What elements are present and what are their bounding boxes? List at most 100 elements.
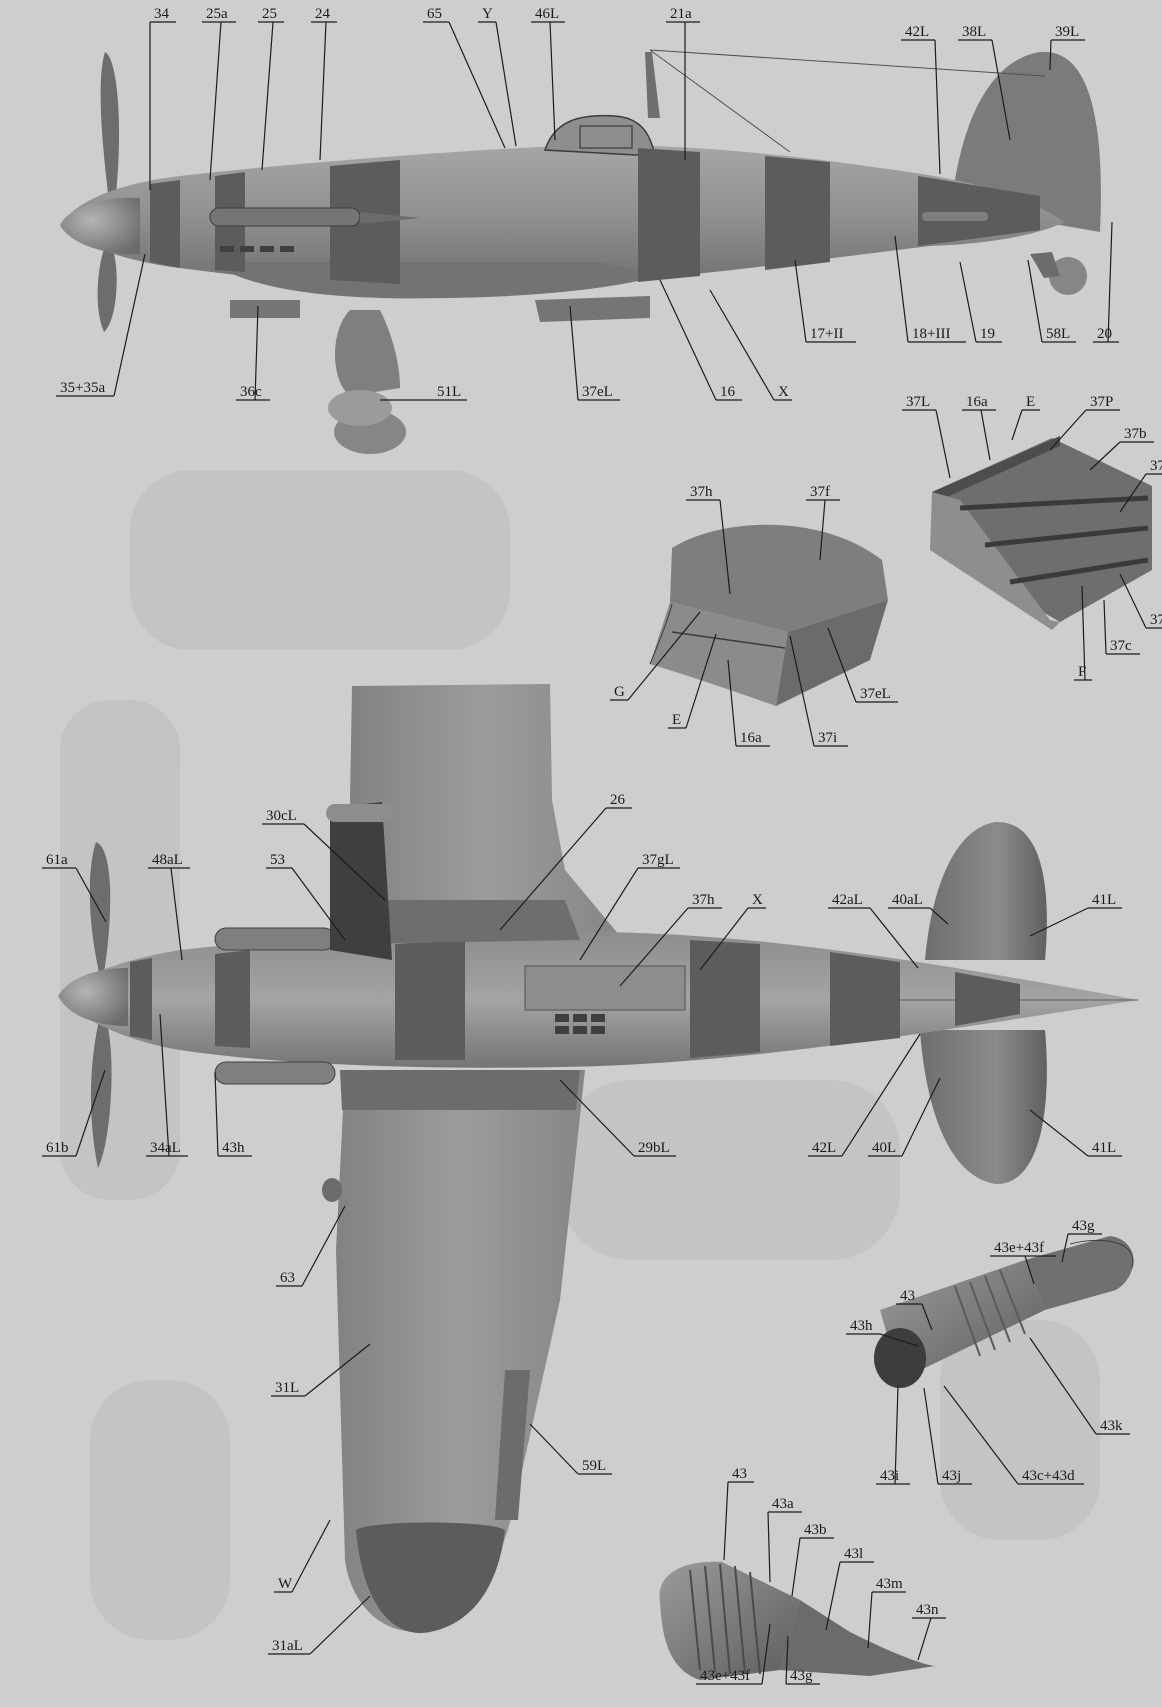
part-label: 31aL — [272, 1638, 303, 1654]
part-label: 24 — [315, 6, 331, 22]
leader-line — [727, 659, 737, 747]
leader-line — [1011, 409, 1023, 441]
leader-line — [723, 1481, 729, 1561]
part-label: 37h — [690, 484, 713, 500]
leader-line — [1081, 585, 1086, 681]
leader-line — [841, 1033, 921, 1157]
leader-line — [159, 1013, 170, 1157]
leader-line — [499, 807, 607, 931]
leader-line — [1029, 1109, 1089, 1157]
part-label: 41L — [1092, 1140, 1116, 1156]
part-label: 43e+43f — [700, 1668, 750, 1684]
leader-line — [929, 907, 949, 925]
part-label: 43a — [772, 1496, 794, 1512]
part-label: 43c+43d — [1022, 1468, 1075, 1484]
leader-line — [901, 1077, 941, 1157]
leader-line — [113, 253, 146, 397]
part-label: 37c — [1110, 638, 1132, 654]
part-label: X — [752, 892, 763, 908]
leader-line — [1029, 1337, 1097, 1435]
leader-line — [719, 499, 731, 595]
exhaust-detail-1 — [874, 1236, 1134, 1388]
part-label: 51L — [437, 384, 461, 400]
leader-line — [867, 1591, 873, 1649]
leader-line — [549, 21, 556, 141]
leader-line — [943, 1385, 1019, 1485]
part-label: 58L — [1046, 326, 1070, 342]
part-label: 37gL — [642, 852, 674, 868]
part-label: 31L — [275, 1380, 299, 1396]
leader-line — [319, 21, 327, 161]
leader-line — [827, 627, 857, 703]
part-label: 43m — [876, 1576, 903, 1592]
leader-line — [1107, 221, 1113, 343]
leader-line — [959, 261, 977, 343]
leader-line — [917, 1617, 932, 1661]
leader-line — [785, 1635, 789, 1685]
leader-line — [304, 1343, 371, 1397]
leader-line — [1024, 1255, 1035, 1285]
part-label: F — [1078, 664, 1086, 680]
leader-line — [980, 409, 991, 461]
leader-line — [934, 39, 941, 175]
part-label: 21a — [670, 6, 692, 22]
leader-line — [569, 305, 579, 401]
top-view-aircraft — [58, 684, 1138, 1634]
leader-line — [75, 1069, 106, 1157]
part-label: 43g — [1072, 1218, 1095, 1234]
part-label: 37L — [906, 394, 930, 410]
leader-line — [894, 1385, 899, 1485]
part-label: 43e+43f — [994, 1240, 1044, 1256]
radiator-flap-detail — [649, 524, 888, 706]
leader-line — [825, 1561, 841, 1631]
part-label: 37i — [818, 730, 837, 746]
part-label: 61a — [46, 852, 68, 868]
part-label: 38L — [962, 24, 986, 40]
part-label: E — [672, 712, 681, 728]
part-label: 40L — [872, 1140, 896, 1156]
part-label: 43n — [916, 1602, 939, 1618]
part-label: 37 — [1150, 612, 1162, 628]
leader-line — [879, 1333, 919, 1347]
part-label: 43g — [790, 1668, 813, 1684]
leader-line — [791, 1537, 801, 1597]
part-label: 26 — [610, 792, 626, 808]
leader-line — [709, 289, 775, 401]
part-label: 43k — [1100, 1418, 1123, 1434]
leader-line — [529, 1423, 579, 1475]
leader-line — [1027, 259, 1043, 343]
part-label: 43l — [844, 1546, 863, 1562]
part-label: 43i — [880, 1468, 899, 1484]
part-label: 17+II — [810, 326, 843, 342]
part-label: 43 — [900, 1288, 915, 1304]
part-label: 37eL — [860, 686, 891, 702]
part-label: 34 — [154, 6, 170, 22]
part-label: 53 — [270, 852, 285, 868]
part-label: 42L — [905, 24, 929, 40]
leader-line — [699, 907, 749, 971]
leader-line — [761, 1623, 771, 1685]
leader-line — [291, 867, 346, 941]
part-label: 25 — [262, 6, 277, 22]
leader-line — [1119, 573, 1147, 629]
part-label: 48aL — [152, 852, 183, 868]
part-label: 37f — [810, 484, 830, 500]
part-label: 43h — [222, 1140, 245, 1156]
part-label: 65 — [427, 6, 442, 22]
part-label: 30cL — [266, 808, 297, 824]
leader-line — [309, 1595, 371, 1655]
part-label: 43 — [732, 1466, 747, 1482]
leader-line — [819, 499, 826, 561]
part-label: 20 — [1097, 326, 1112, 342]
part-label: 42L — [812, 1140, 836, 1156]
leader-line — [1089, 441, 1121, 471]
part-label: 37 — [1150, 458, 1162, 474]
part-label: 39L — [1055, 24, 1079, 40]
leader-line — [991, 39, 1011, 141]
part-label: 19 — [980, 326, 995, 342]
radiator-grill-detail — [930, 436, 1152, 630]
part-label: W — [278, 1576, 293, 1592]
part-label: 37P — [1090, 394, 1113, 410]
leader-line — [301, 1205, 346, 1287]
